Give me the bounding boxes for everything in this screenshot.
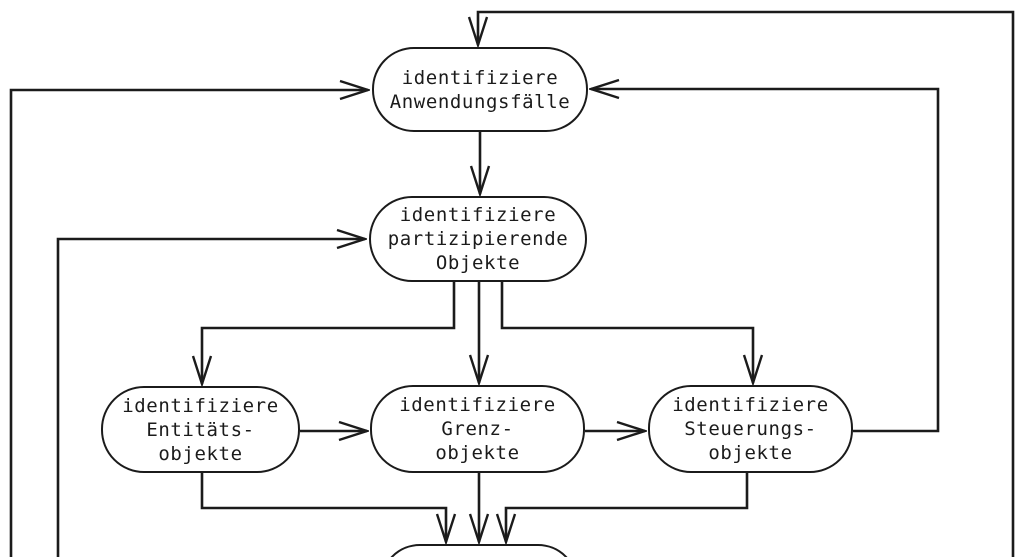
- node-bottom-cut-off: [380, 544, 578, 557]
- edge-loop-right-to-anwendungsfaelle-top: [478, 10, 1015, 557]
- edge-partizipierende-to-steuerungs: [500, 282, 753, 383]
- edge-entitaets-to-bottom-node: [200, 473, 446, 542]
- node-identifiziere-steuerungsobjekte: identifiziere Steuerungs- objekte: [648, 385, 853, 473]
- edge-loop-left-to-anwendungsfaelle-left: [9, 90, 368, 557]
- node-label: identifiziere Grenz- objekte: [399, 394, 556, 464]
- node-identifiziere-entitaetsobjekte: identifiziere Entitäts- objekte: [101, 386, 300, 473]
- edge-steuerungs-to-anwendungsfaelle: [591, 89, 940, 433]
- node-label: identifiziere partizipierende Objekte: [387, 204, 569, 274]
- edge-steuerungs-to-bottom-node: [506, 473, 749, 542]
- node-label: identifiziere Steuerungs- objekte: [672, 394, 829, 464]
- node-identifiziere-partizipierende-objekte: identifiziere partizipierende Objekte: [369, 196, 587, 282]
- node-label: identifiziere Entitäts- objekte: [122, 394, 279, 465]
- node-label: identifiziere Anwendungsfälle: [389, 66, 571, 113]
- edge-partizipierende-to-entitaets: [202, 282, 456, 384]
- node-identifiziere-grenzobjekte: identifiziere Grenz- objekte: [370, 385, 585, 473]
- edge-loop-left-to-partizipierende-left: [56, 239, 365, 557]
- node-identifiziere-anwendungsfaelle: identifiziere Anwendungsfälle: [372, 47, 588, 132]
